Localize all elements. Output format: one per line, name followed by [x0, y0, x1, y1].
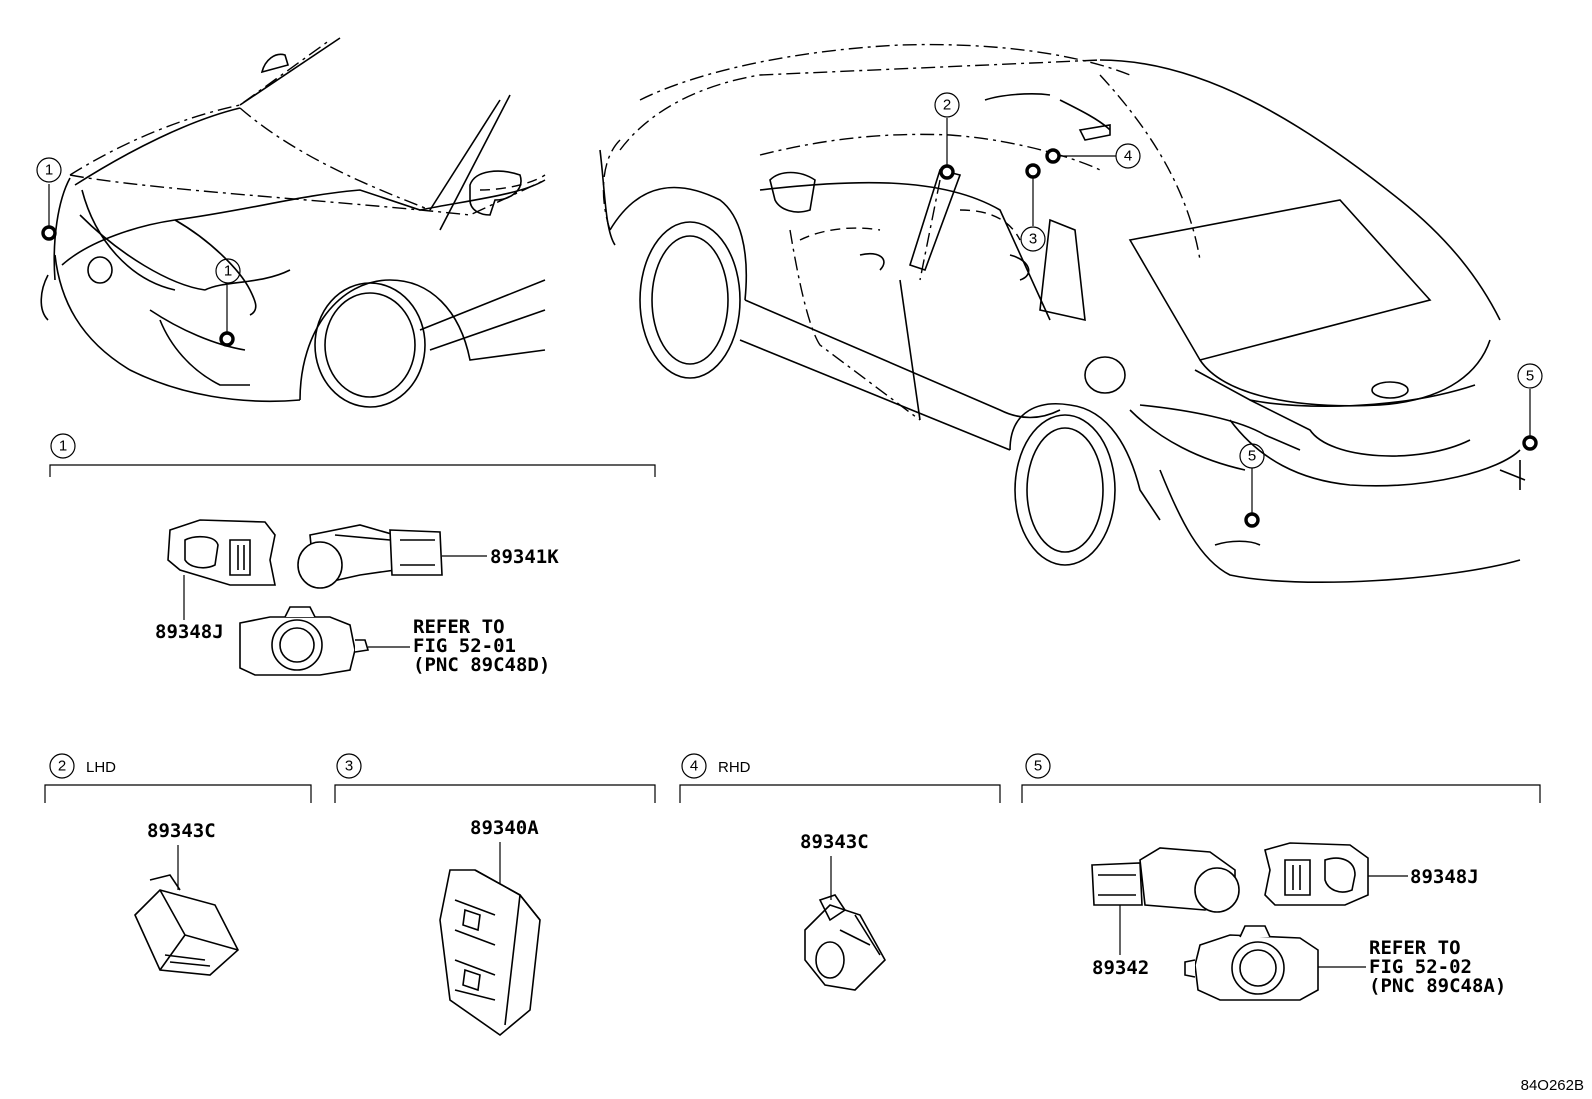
- diagram-code: 84O262B: [1521, 1077, 1584, 1094]
- reference-line-2: FIG 52-01: [413, 635, 516, 657]
- sensor-point-5-left: [1244, 512, 1260, 528]
- sensor-point-4: [1045, 148, 1061, 164]
- group-4: 4 RHD 89343C: [679, 753, 1001, 991]
- reference-line-1: REFER TO: [1369, 937, 1461, 959]
- callout-number: 4: [1124, 148, 1132, 165]
- callout-circle: [1239, 443, 1265, 469]
- sensor-bezel-drawing: [1184, 925, 1319, 1001]
- callout-circle: [215, 258, 241, 284]
- group-number-circle: [1025, 753, 1051, 779]
- group-number-circle: [336, 753, 362, 779]
- sensor-point-5-right: [1522, 435, 1538, 451]
- rear-sensor-points: 2 3 4 5 5: [934, 92, 1543, 528]
- module-bracket-drawing: [804, 894, 886, 991]
- part-number-89343C: 89343C: [147, 820, 216, 842]
- callout-circle: [1517, 363, 1543, 389]
- sensor-bezel-drawing: [239, 606, 370, 676]
- sensor-retainer-drawing: [1264, 842, 1369, 906]
- group-bracket: [334, 784, 656, 803]
- callout-circle: [1020, 226, 1046, 252]
- group-2: 2 LHD 89343C: [44, 753, 312, 976]
- group-bracket: [44, 784, 312, 803]
- group-qualifier: RHD: [718, 759, 751, 776]
- group-number-circle: [49, 753, 75, 779]
- front-sensor-points: 1 1: [36, 157, 241, 347]
- group-5: 5 89342 89348J REFER TO F: [1021, 753, 1541, 1001]
- reference-line-3: (PNC 89C48D): [413, 654, 550, 676]
- group-number: 2: [58, 758, 66, 775]
- front-car-illustration: [40, 37, 546, 408]
- sensor-point-front-left: [41, 225, 57, 241]
- group-bracket: [679, 784, 1001, 803]
- part-number-89340A: 89340A: [470, 817, 539, 839]
- callout-number: 1: [45, 162, 53, 179]
- sensor-point-front-right: [219, 331, 235, 347]
- callout-circle: [36, 157, 62, 183]
- rear-car-illustration: [599, 43, 1526, 584]
- callout-number: 3: [1029, 231, 1037, 248]
- parking-sensor-drawing: [297, 524, 443, 589]
- callout-circle: [934, 92, 960, 118]
- callout-number: 5: [1248, 448, 1256, 465]
- parking-sensor-drawing: [1091, 847, 1240, 913]
- sensor-point-3: [1025, 163, 1041, 179]
- reference-line-3: (PNC 89C48A): [1369, 975, 1506, 997]
- group-bracket: [1021, 784, 1541, 803]
- part-number-89342: 89342: [1092, 957, 1149, 979]
- callout-number: 5: [1526, 368, 1534, 385]
- part-number-89343C: 89343C: [800, 831, 869, 853]
- group-number: 4: [690, 758, 698, 775]
- sensor-point-2: [939, 164, 955, 180]
- callout-number: 1: [224, 263, 232, 280]
- group-number-circle: [681, 753, 707, 779]
- part-number-89341K: 89341K: [490, 546, 559, 568]
- part-number-89348J: 89348J: [1410, 866, 1479, 888]
- group-bracket: [49, 464, 656, 477]
- part-number-89348J: 89348J: [155, 621, 224, 643]
- group-number-circle: [50, 433, 76, 459]
- group-number: 5: [1034, 758, 1042, 775]
- callout-circle: [1115, 143, 1141, 169]
- reference-line-2: FIG 52-02: [1369, 956, 1472, 978]
- reference-line-1: REFER TO: [413, 616, 505, 638]
- module-drawing: [134, 874, 239, 976]
- callout-number: 2: [943, 97, 951, 114]
- sensor-retainer-drawing: [167, 519, 276, 586]
- ecu-drawing: [439, 869, 541, 1037]
- group-3: 3 89340A: [334, 753, 656, 1037]
- group-number: 3: [345, 758, 353, 775]
- group-1: 1 89341K 89348J REFER: [49, 433, 656, 676]
- group-qualifier: LHD: [86, 759, 116, 776]
- group-number: 1: [59, 438, 67, 455]
